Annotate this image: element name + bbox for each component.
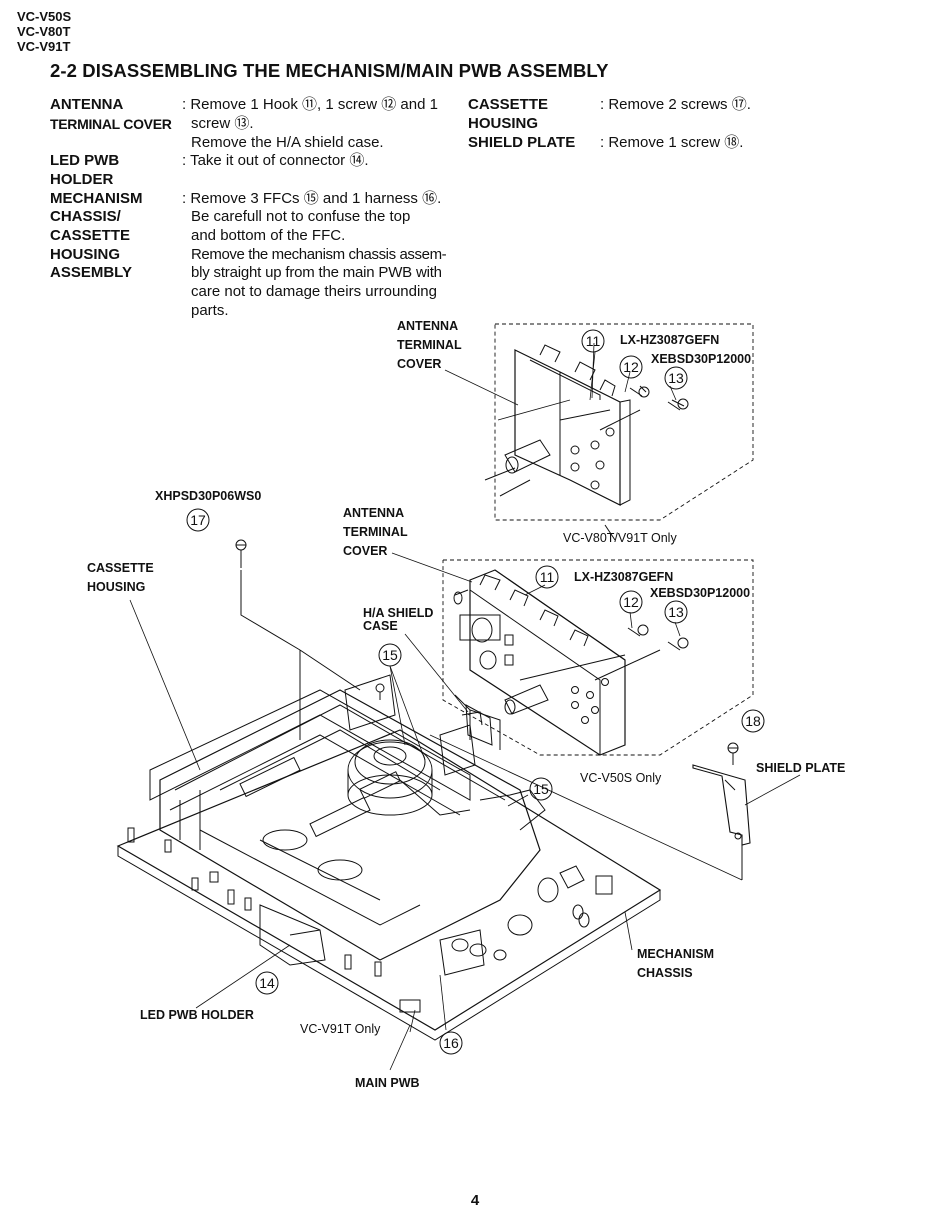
circle-15-top: 15 [378, 643, 402, 667]
callout-antenna-top-3: COVER [397, 357, 441, 371]
instr-text: Be carefull not to confuse the top [191, 208, 411, 225]
callout-mech-chassis-2: CHASSIS [637, 966, 693, 980]
note-v80-v91: VC-V80T/V91T Only [563, 531, 677, 545]
svg-text:18: 18 [745, 713, 761, 729]
callout-ha-shield-1: H/A SHIELD [363, 606, 433, 620]
callout-cassette-1: CASSETTE [87, 561, 154, 575]
svg-text:14: 14 [259, 975, 275, 991]
instr-label: HOUSING [468, 115, 539, 132]
instr-text: parts. [191, 302, 229, 319]
housing-screw [235, 539, 361, 740]
model-name: VC-V91T [17, 39, 71, 54]
instr-text: Remove the H/A shield case. [191, 134, 384, 151]
instr-text: bly straight up from the main PWB with [191, 264, 442, 281]
instr-text: : Remove 1 Hook ⑪, 1 screw ⑫ and 1 [182, 96, 438, 113]
instr-label: HOUSING [50, 246, 121, 263]
circle-13-top: 13 [664, 366, 688, 390]
callout-cassette-2: HOUSING [87, 580, 145, 594]
circle-11-top: 11 [581, 329, 605, 353]
shield-plate-part [429, 734, 751, 881]
instr-label: ASSEMBLY [50, 264, 132, 281]
instr-text: : Remove 1 screw ⑱. [600, 134, 744, 151]
callout-mech-chassis-1: MECHANISM [637, 947, 714, 961]
partno-housing-screw: XHPSD30P06WS0 [155, 489, 261, 503]
callout-labels: ANTENNA TERMINAL COVER ANTENNA TERMINAL … [87, 319, 845, 1090]
model-name: VC-V50S [17, 9, 72, 24]
callout-antenna-mid-3: COVER [343, 544, 387, 558]
svg-text:15: 15 [382, 647, 398, 663]
screw-icon [627, 624, 649, 637]
callout-main-pwb: MAIN PWB [355, 1076, 420, 1090]
callout-antenna-top-1: ANTENNA [397, 319, 458, 333]
instr-text: care not to damage theirs urrounding [191, 283, 437, 300]
callout-antenna-mid-2: TERMINAL [343, 525, 408, 539]
instr-label: LED PWB [50, 152, 120, 169]
callout-antenna-mid-1: ANTENNA [343, 506, 404, 520]
screw-icon [629, 385, 650, 398]
model-list: VC-V50S VC-V80T VC-V91T [17, 9, 71, 54]
svg-text:11: 11 [586, 333, 601, 349]
circle-16: 16 [439, 1031, 463, 1055]
instructions-left: ANTENNA : Remove 1 Hook ⑪, 1 screw ⑫ and… [50, 96, 460, 326]
callout-antenna-top-2: TERMINAL [397, 338, 462, 352]
instr-label: CASSETTE [50, 227, 131, 244]
partno-screw-top: XEBSD30P12000 [651, 352, 751, 366]
instr-label: HOLDER [50, 171, 114, 188]
circle-18: 18 [741, 709, 765, 733]
section-title: 2-2 DISASSEMBLING THE MECHANISM/MAIN PWB… [50, 60, 609, 81]
instr-label: CASSETTE [468, 96, 549, 113]
svg-text:13: 13 [668, 370, 684, 386]
mechanism-chassis-art [116, 674, 662, 1041]
circle-17: 17 [186, 508, 210, 532]
partno-screw-mid: XEBSD30P12000 [650, 586, 750, 600]
instr-text: : Remove 2 screws ⑰. [600, 96, 751, 113]
svg-text:12: 12 [623, 359, 639, 375]
model-name: VC-V80T [17, 24, 71, 39]
svg-text:13: 13 [668, 604, 684, 620]
callout-ha-shield-2: CASE [363, 619, 398, 633]
circle-13-mid: 13 [664, 600, 688, 624]
instructions-right: CASSETTE : Remove 2 screws ⑰. HOUSING SH… [468, 96, 788, 156]
circle-12-top: 12 [619, 355, 643, 379]
instr-label: MECHANISM [50, 190, 143, 207]
partno-hook-top: LX-HZ3087GEFN [620, 333, 719, 347]
circle-15-right: 15 [529, 777, 553, 801]
svg-text:12: 12 [623, 594, 639, 610]
circled-numbers: 11 12 13 17 11 12 13 15 18 15 14 16 [186, 329, 765, 1055]
screw-icon [667, 637, 689, 651]
instr-text: and bottom of the FFC. [191, 227, 346, 244]
instr-text: : Remove 3 FFCs ⑮ and 1 harness ⑯. [182, 190, 442, 207]
circle-12-mid: 12 [619, 590, 643, 614]
instr-text: Remove the mechanism chassis assem- [191, 246, 447, 263]
instr-label: ANTENNA [50, 96, 124, 113]
instr-label: SHIELD PLATE [468, 134, 576, 151]
instr-text: : Take it out of connector ⑭. [182, 152, 369, 169]
svg-text:17: 17 [190, 512, 206, 528]
partno-hook-mid: LX-HZ3087GEFN [574, 570, 673, 584]
instr-text: screw ⑬. [191, 115, 254, 132]
svg-text:11: 11 [540, 569, 555, 585]
svg-text:15: 15 [533, 781, 549, 797]
circle-11-mid: 11 [535, 565, 559, 589]
callout-shield-plate: SHIELD PLATE [756, 761, 845, 775]
leader-lines [129, 342, 801, 1071]
callout-led-pwb-holder: LED PWB HOLDER [140, 1008, 254, 1022]
antenna-cover-inset-mid [442, 559, 754, 756]
note-v91: VC-V91T Only [300, 1022, 381, 1036]
antenna-cover-inset-top [484, 323, 754, 541]
instr-label: TERMINAL COVER [50, 116, 172, 132]
circle-14: 14 [255, 971, 279, 995]
page-number: 4 [470, 1192, 480, 1209]
instr-label: CHASSIS/ [50, 208, 121, 225]
note-v50: VC-V50S Only [580, 771, 662, 785]
svg-text:16: 16 [443, 1035, 459, 1051]
screw-icon [667, 398, 689, 411]
